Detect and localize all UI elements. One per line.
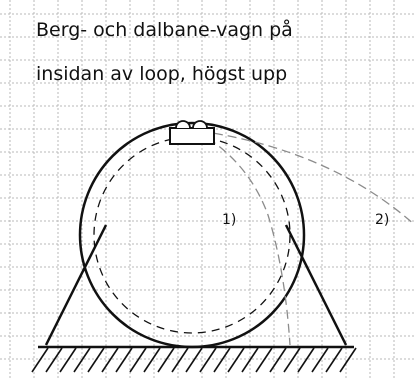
- hatch-line: [325, 347, 343, 373]
- hatch-line: [255, 347, 273, 373]
- loop-track: [78, 121, 306, 349]
- hatch-line: [59, 347, 77, 373]
- left-support-leg: [44, 224, 108, 346]
- trajectory-2-label: 2): [375, 212, 390, 228]
- hatch-line: [157, 347, 175, 373]
- hatch-line: [311, 347, 329, 373]
- hatch-line: [73, 347, 91, 373]
- hatch-line: [199, 347, 217, 373]
- trajectory-1: [195, 130, 291, 346]
- trajectory-2: [199, 130, 415, 226]
- hatch-line: [213, 347, 231, 373]
- hatch-line: [101, 347, 119, 373]
- hatch-line: [185, 347, 203, 373]
- hatch-line: [31, 347, 49, 373]
- hatch-line: [339, 347, 357, 373]
- hatch-line: [283, 347, 301, 373]
- hatch-line: [45, 347, 63, 373]
- hatch-line: [129, 347, 147, 373]
- hatch-line: [269, 347, 287, 373]
- loop-inner-path: [93, 136, 291, 334]
- coaster-car: [169, 120, 215, 145]
- hatch-line: [115, 347, 133, 373]
- hatch-line: [143, 347, 161, 373]
- trajectory-1-label: 1): [222, 212, 237, 228]
- hatch-line: [227, 347, 245, 373]
- ground-hatching: [31, 347, 357, 373]
- hatch-line: [87, 347, 105, 373]
- right-support-leg: [284, 224, 348, 346]
- title-line-1: Berg- och dalbane-vagn på: [36, 19, 293, 41]
- hatch-line: [297, 347, 315, 373]
- hatch-line: [241, 347, 259, 373]
- title-line-2: insidan av loop, högst upp: [36, 63, 288, 85]
- hatch-line: [171, 347, 189, 373]
